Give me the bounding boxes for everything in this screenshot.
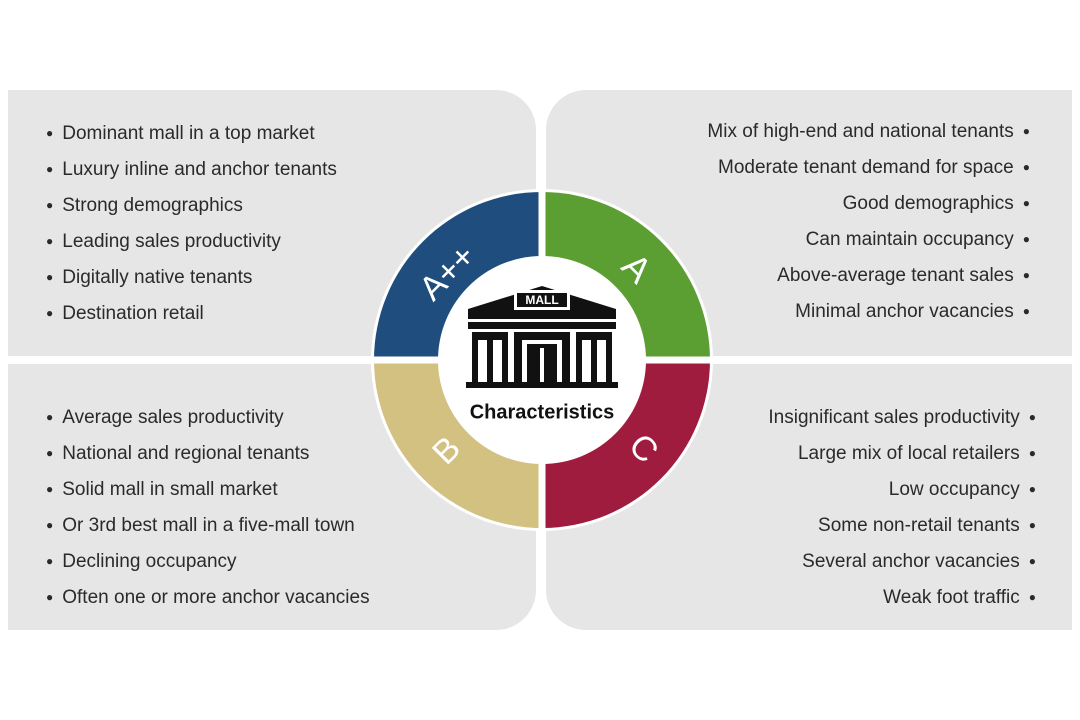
segment-c xyxy=(542,360,710,528)
list-b: Average sales productivityNational and r… xyxy=(46,399,370,615)
list-item: Leading sales productivity xyxy=(46,223,337,259)
list-item: Several anchor vacancies xyxy=(768,543,1036,579)
list-item: Digitally native tenants xyxy=(46,259,337,295)
list-item: Mix of high-end and national tenants xyxy=(707,113,1030,149)
list-item: Destination retail xyxy=(46,295,337,331)
mall-building-icon: MALL xyxy=(466,286,618,388)
segment-b xyxy=(374,360,542,528)
mall-sign-text: MALL xyxy=(525,293,558,307)
list-item: Low occupancy xyxy=(768,471,1036,507)
list-item: Strong demographics xyxy=(46,187,337,223)
list-item: Above-average tenant sales xyxy=(707,257,1030,293)
list-item: Moderate tenant demand for space xyxy=(707,149,1030,185)
segment-a xyxy=(542,192,710,360)
center-label: Characteristics xyxy=(470,401,615,423)
list-item: Minimal anchor vacancies xyxy=(707,293,1030,329)
list-item: Often one or more anchor vacancies xyxy=(46,579,369,615)
list-a-plus-plus: Dominant mall in a top marketLuxury inli… xyxy=(46,115,337,331)
list-item: Declining occupancy xyxy=(46,543,370,579)
list-c: Insignificant sales productivityLarge mi… xyxy=(768,399,1036,615)
list-a: Mix of high-end and national tenantsMode… xyxy=(707,113,1030,329)
segment-a-plus-plus xyxy=(374,192,542,360)
list-item: Solid mall in small market xyxy=(46,471,370,507)
list-item: Luxury inline and anchor tenants xyxy=(46,151,337,187)
center-wheel: A++ A B C MALL Characteristics xyxy=(368,186,716,534)
list-item: Large mix of local retailers xyxy=(768,435,1036,471)
list-item: Weak foot traffic xyxy=(768,579,1036,615)
list-item: Dominant mall in a top market xyxy=(46,115,337,151)
list-item: National and regional tenants xyxy=(46,435,370,471)
list-item: Or 3rd best mall in a five-mall town xyxy=(46,507,370,543)
list-item: Insignificant sales productivity xyxy=(768,399,1036,435)
list-item: Can maintain occupancy xyxy=(707,221,1030,257)
list-item: Good demographics xyxy=(707,185,1030,221)
list-item: Some non-retail tenants xyxy=(768,507,1036,543)
list-item: Average sales productivity xyxy=(46,399,370,435)
